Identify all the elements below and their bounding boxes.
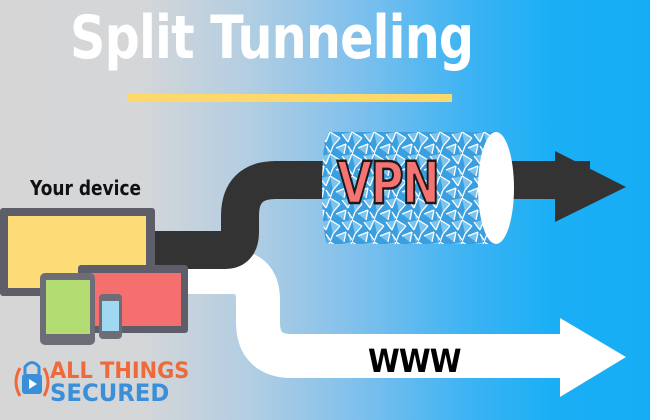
lock-logo-icon (14, 361, 50, 397)
phone-icon (99, 294, 122, 339)
device-label: Your device (30, 176, 142, 200)
logo-line1: ALL THINGS (50, 359, 190, 384)
vpn-label: VPN (336, 149, 441, 218)
title-underline (127, 94, 452, 102)
www-label: WWW (368, 342, 462, 380)
www-arrow (150, 250, 626, 397)
diagram-title: Split Tunneling (70, 3, 474, 73)
vpn-arrow (150, 151, 626, 269)
tablet-icon (40, 273, 95, 345)
vpn-tunnel-icon (322, 132, 514, 244)
logo-line2: SECURED (50, 379, 170, 407)
